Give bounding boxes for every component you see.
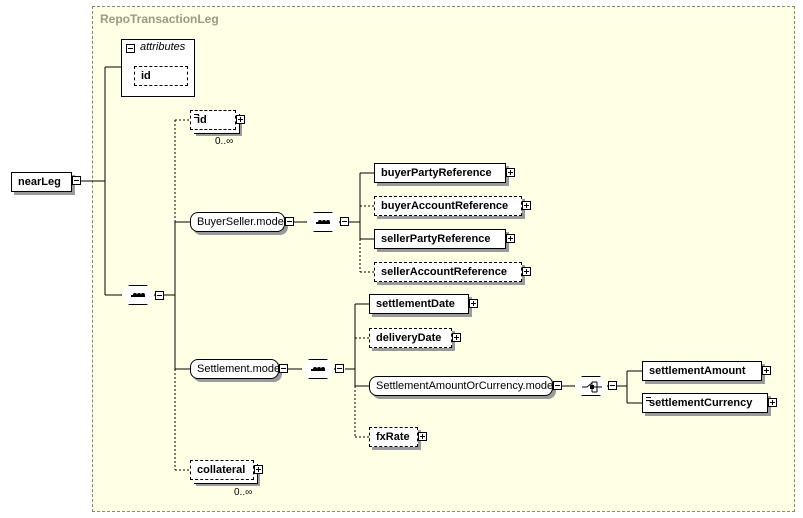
expand-icon[interactable] [762,366,771,375]
element-id-label: id [197,114,207,126]
element-label: fxRate [376,431,410,443]
sequence-compositor [301,359,335,379]
element-label: settlementCurrency [649,397,753,409]
expand-icon[interactable] [236,115,245,124]
expand-icon[interactable] [522,201,531,210]
expand-icon[interactable] [469,299,478,308]
collapse-icon[interactable] [608,381,617,390]
element-settlement-date[interactable]: settlementDate [369,294,469,314]
element-buyer-account-reference[interactable]: buyerAccountReference [374,196,522,216]
element-label: buyerAccountReference [381,200,509,212]
collapse-icon[interactable] [126,44,135,53]
element-id[interactable]: id [190,110,236,130]
attributes-box: attributes id [121,39,195,97]
buyer-seller-label: BuyerSeller.model [197,216,287,228]
group-title: RepoTransactionLeg [100,12,219,26]
element-settlement-currency[interactable]: settlementCurrency [642,393,768,413]
sequence-icon [131,295,145,297]
root-label: nearLeg [18,176,61,188]
collapse-icon[interactable] [335,364,344,373]
type-mark-icon [194,114,199,118]
element-seller-party-reference[interactable]: sellerPartyReference [374,229,506,249]
buyer-seller-model[interactable]: BuyerSeller.model [190,212,287,232]
sequence-icon [311,369,325,371]
element-label: deliveryDate [376,332,442,344]
type-mark-icon [646,397,651,401]
expand-icon[interactable] [254,465,263,474]
attributes-title: attributes [140,41,186,53]
element-collateral-label: collateral [197,464,246,476]
sequence-compositor [306,212,340,232]
occurrence-label: 0..∞ [215,136,234,147]
occurrence-label: 0..∞ [234,487,253,498]
attribute-id[interactable]: id [134,66,188,86]
element-fx-rate[interactable]: fxRate [369,427,418,447]
element-delivery-date[interactable]: deliveryDate [369,328,452,348]
choice-icon [575,377,609,397]
repo-transaction-leg-group: RepoTransactionLeg [92,6,795,512]
expand-icon[interactable] [506,234,515,243]
settlement-amount-or-currency-model[interactable]: SettlementAmountOrCurrency.model [369,376,556,396]
collapse-icon[interactable] [279,364,288,373]
collapse-icon[interactable] [155,291,164,300]
element-label: sellerPartyReference [381,233,491,245]
expand-icon[interactable] [418,432,427,441]
choice-compositor [574,376,608,396]
element-seller-account-reference[interactable]: sellerAccountReference [374,262,522,282]
element-buyer-party-reference[interactable]: buyerPartyReference [374,163,506,183]
sequence-compositor [121,285,155,305]
attribute-id-label: id [141,70,151,82]
expand-icon[interactable] [768,398,777,407]
element-label: settlementDate [376,298,455,310]
collapse-icon[interactable] [553,381,562,390]
collapse-icon[interactable] [285,217,294,226]
sequence-icon [316,222,330,224]
element-collateral[interactable]: collateral [190,460,254,480]
root-element-nearleg[interactable]: nearLeg [11,172,72,192]
expand-icon[interactable] [452,333,461,342]
expand-icon[interactable] [506,168,515,177]
settlement-label: Settlement.model [197,363,283,375]
settlement-model[interactable]: Settlement.model [190,359,283,379]
model-label: SettlementAmountOrCurrency.model [376,380,556,392]
element-label: sellerAccountReference [381,266,507,278]
element-label: settlementAmount [649,365,746,377]
element-label: buyerPartyReference [381,167,492,179]
element-settlement-amount[interactable]: settlementAmount [642,361,762,381]
expand-icon[interactable] [522,267,531,276]
collapse-icon[interactable] [340,217,349,226]
collapse-icon[interactable] [72,176,81,185]
